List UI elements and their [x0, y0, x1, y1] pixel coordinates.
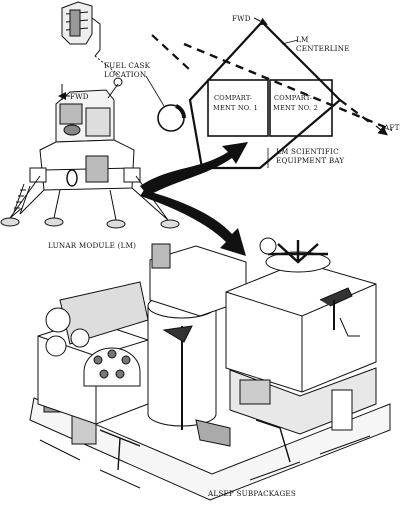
fwd-indicator-top: FWD — [232, 14, 268, 25]
fuel-cask-label-2: LOCATION — [104, 70, 146, 79]
arrow-fwd-icon — [253, 17, 268, 25]
compartment-1-label-2: MENT NO. 1 — [213, 104, 258, 112]
fuel-cask-label-1: FUEL CASK — [104, 61, 151, 70]
lunar-module-label: LUNAR MODULE (LM) — [48, 241, 136, 250]
fwd-label-top: FWD — [232, 14, 251, 23]
fwd-indicator-lm: FWD — [58, 92, 89, 101]
curved-arrow-icon — [140, 142, 248, 256]
lm-centerline-label-1: LM — [296, 35, 309, 44]
lm-centerline-label-2: CENTERLINE — [296, 44, 350, 53]
compartment-2-label-2: MENT NO. 2 — [273, 104, 318, 112]
equipment-bay-diagram — [145, 20, 393, 170]
aft-label: AFT — [383, 123, 400, 132]
compartment-1-label-1: COMPART- — [214, 94, 252, 102]
fuel-cask-illustration — [61, 1, 121, 77]
lunar-module-illustration — [0, 77, 180, 229]
alsep-subpackages-illustration — [29, 237, 391, 501]
bay-label-1: LM SCIENTIFIC — [276, 147, 339, 156]
bay-label-2: EQUIPMENT BAY — [276, 156, 344, 165]
fwd-label-lm: FWD — [70, 92, 89, 101]
compartment-2-label-1: COMPART- — [274, 94, 312, 102]
alsep-subpackages-label: ALSEP SUBPACKAGES — [207, 489, 296, 498]
